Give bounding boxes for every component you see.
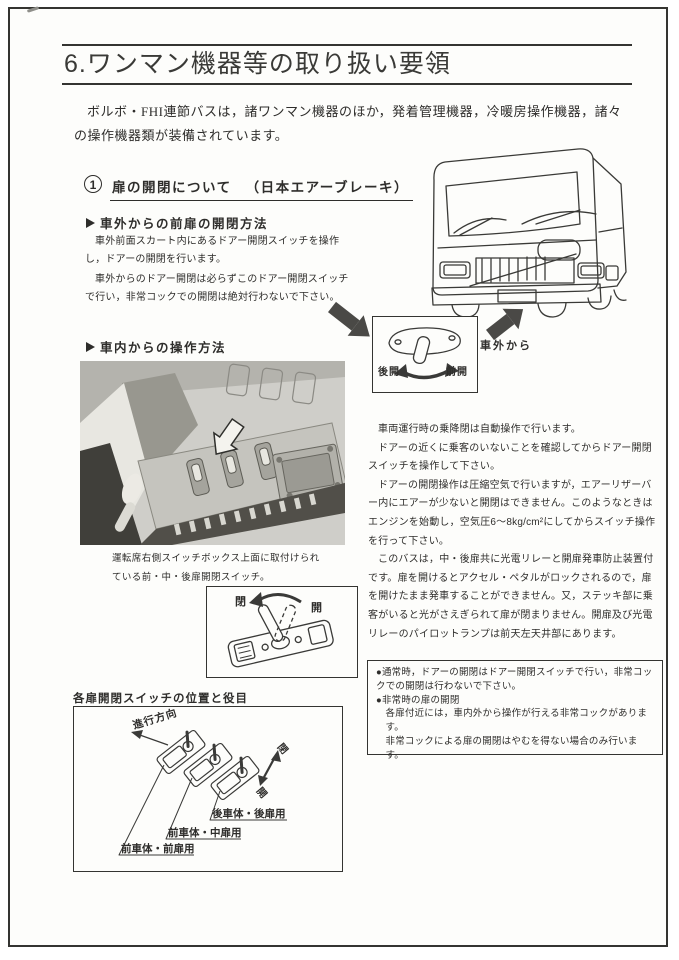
triangle-bullet-icon <box>86 217 95 228</box>
exterior-paragraph-2: 車外からのドアー開閉は必らずこのドアー開閉スイッチで行い，非常コックでの開閉は絶… <box>85 274 349 303</box>
section-1-title: 扉の開閉について <box>112 180 232 195</box>
bus-front-illustration <box>431 148 627 318</box>
switch-lever <box>412 336 431 365</box>
bus-wiper-left <box>453 217 507 234</box>
intro-paragraph: ボルボ・FHI連節バスは，諸ワンマン機器のほか，発着管理機器，冷暖房操作機器，諸… <box>74 104 622 143</box>
black-arrow-down-right-icon <box>327 301 370 337</box>
front-switch-label: 前車体・前扉用 <box>121 842 195 855</box>
exterior-switch-drawing <box>388 327 461 380</box>
callout-front <box>118 764 194 856</box>
front-open-label: 前開 <box>446 367 468 378</box>
section-1-note: （日本エアーブレーキ） <box>245 180 409 195</box>
note-item-2-line2: 非常コックによる扉の開閉はやむを得ない場合のみ行います。 <box>385 735 638 761</box>
bus-windshield <box>445 171 581 237</box>
exterior-paragraph-1: 車外前面スカート内にあるドアー開閉スイッチを操作し，ドアーの開閉を行います。 <box>85 236 340 265</box>
positions-heading: 各扉開閉スイッチの位置と役目 <box>73 693 248 705</box>
bus-body <box>432 148 599 296</box>
page-title: 6.ワンマン機器等の取り扱い要領 <box>64 50 451 78</box>
switch-plate <box>388 327 461 355</box>
section-1-header: 1 扉の開閉について （日本エアーブレーキ） <box>84 175 413 201</box>
bus-grille-diagonal <box>469 253 577 287</box>
note-item-2-line1: 各扉付近には，車内外から操作が行える非常コックがあります。 <box>385 708 648 734</box>
note-item-2-title: ●非常時の扉の開閉 <box>376 694 460 706</box>
positions-diagram: 進行方向 閉 開 後車体・後扉用 前車体・中扉用 前車体・前扉用 <box>73 706 343 872</box>
exterior-method-heading: 車外からの前扉の開閉方法 <box>86 213 268 232</box>
title-block: 6.ワンマン機器等の取り扱い要領 <box>62 44 632 85</box>
photo-toggle-row <box>173 493 317 536</box>
exterior-paragraphs: 車外前面スカート内にあるドアー開閉スイッチを操作し，ドアーの開閉を行います。 車… <box>85 233 357 309</box>
interior-method-heading-label: 車内からの操作方法 <box>100 341 227 355</box>
mid-switch-label: 前車体・中扉用 <box>168 826 242 839</box>
lever-motion-arrow <box>258 593 302 604</box>
black-arrow-up-right-icon <box>486 308 524 341</box>
photo-relay-box <box>272 443 344 503</box>
operation-paragraph-2: ドアーの近くに乗客のいないことを確認してからドアー開閉スイッチを操作して下さい。 <box>368 442 652 473</box>
bus-destination-lamp <box>537 239 581 261</box>
callout-rear <box>209 790 287 821</box>
operation-paragraph-3: ドアーの開閉操作は圧縮空気で行いますが，エアーリザーバー内にエアーが少ないと開閉… <box>368 479 656 547</box>
interior-method-heading: 車内からの操作方法 <box>86 337 226 356</box>
note-item-1: ●通常時，ドアーの開閉はドアー開閉スイッチで行い，非常コックでの開閉は行わないで… <box>376 667 653 692</box>
bus-wheel-right <box>537 302 567 318</box>
operation-text-column: 車両運行時の乗降閉は自動操作で行います。 ドアーの近くに乗客のいないことを確認し… <box>368 421 660 644</box>
exterior-switch-diagram: 後開 前開 <box>372 316 478 393</box>
open-label: 開 <box>254 785 270 800</box>
lever-close-label: 閉 <box>235 596 246 608</box>
bus-wiper-right <box>521 210 597 225</box>
photo-pointer-arrow <box>212 417 245 456</box>
direction-label: 進行方向 <box>131 707 179 732</box>
photo-caption: 運転席右側スイッチボックス上面に取付けられ ている前・中・後扉開閉スイッチ。 <box>112 549 352 587</box>
direction-arrow <box>136 733 169 746</box>
bus-grille <box>475 257 575 284</box>
callout-mid <box>165 777 241 840</box>
bus-headlight-right <box>577 262 605 279</box>
position-switch-front <box>156 729 206 775</box>
photo-caption-line2: ている前・中・後扉開閉スイッチ。 <box>112 572 270 583</box>
bus-side <box>592 157 627 289</box>
triangle-bullet-icon <box>86 341 95 352</box>
notes-box: ●通常時，ドアーの開閉はドアー開閉スイッチで行い，非常コックでの開閉は行わないで… <box>367 660 663 761</box>
rear-switch-label: 後車体・後扉用 <box>211 807 286 820</box>
lever-switch-drawing <box>227 592 334 668</box>
operation-paragraph-1: 車両運行時の乗降閉は自動操作で行います。 <box>378 424 581 435</box>
from-outside-label: 車外から <box>480 340 532 352</box>
lever-switch-diagram: 閉 開 <box>206 586 358 678</box>
bus-license-plate <box>497 289 537 303</box>
bus-bumper <box>431 283 602 306</box>
lever-dashed <box>274 604 297 642</box>
section-1-title-underlined: 扉の開閉について （日本エアーブレーキ） <box>110 175 413 201</box>
lever-open-label: 開 <box>311 602 322 614</box>
operation-paragraph-4: このバスは，中・後扉共に光電リレーと開扉発車防止装置付です。扉を開けるとアクセル… <box>368 554 654 640</box>
position-switch-mid <box>183 742 233 788</box>
bus-headlight-left <box>439 261 471 279</box>
positions-drawing: 進行方向 閉 開 後車体・後扉用 前車体・中扉用 前車体・前扉用 <box>118 707 290 856</box>
photo-caption-line1: 運転席右側スイッチボックス上面に取付けられ <box>112 553 320 564</box>
position-switch-rear <box>210 755 260 801</box>
open-close-arrow <box>262 756 276 780</box>
rear-open-label: 後開 <box>378 367 400 378</box>
exterior-method-heading-label: 車外からの前扉の開閉方法 <box>100 217 269 231</box>
circled-number-1: 1 <box>84 175 102 193</box>
switchbox-photo <box>80 361 345 545</box>
rotate-arrow <box>402 368 451 380</box>
